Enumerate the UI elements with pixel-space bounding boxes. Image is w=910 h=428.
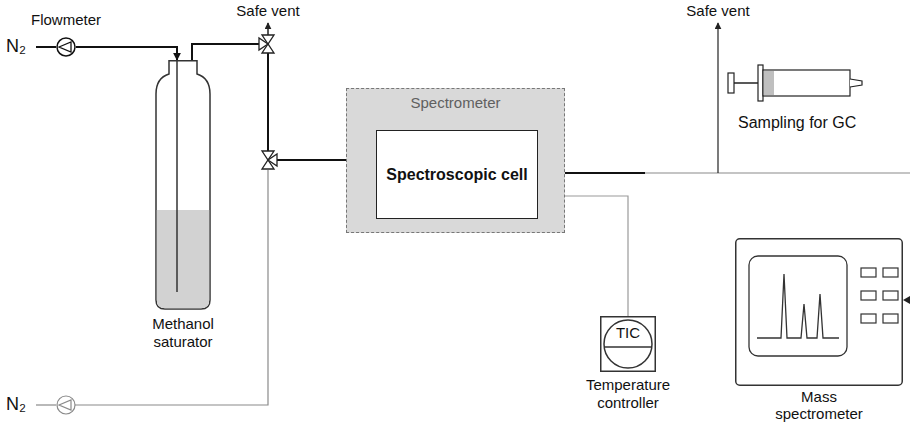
pipe-connector xyxy=(76,47,177,60)
signal-arrowhead xyxy=(903,296,910,304)
cell-label: Spectroscopic cell xyxy=(386,165,527,185)
instrument-screen xyxy=(749,256,847,356)
mass-spectrometer: Mass spectrometer xyxy=(735,238,903,386)
syringe-thumb xyxy=(728,73,734,93)
flowmeter: Flowmeter xyxy=(56,37,76,57)
sampling-label: Sampling for GC xyxy=(738,113,856,132)
vent-line xyxy=(267,23,269,35)
flowmeter-symbol xyxy=(56,37,76,57)
flowmeter-circle xyxy=(57,38,75,56)
gas-label: N₂ xyxy=(6,394,26,416)
outlet-line xyxy=(645,172,910,173)
saturator-bottle xyxy=(155,60,211,310)
bottle-outline xyxy=(156,61,210,309)
housing-label: Spectrometer xyxy=(347,94,564,112)
flowmeter-label: Flowmeter xyxy=(21,11,111,29)
temperature-controller: TICTemperature controller xyxy=(600,316,656,372)
instrument-button xyxy=(861,291,876,300)
methanol-saturator: Methanol saturator xyxy=(155,60,211,310)
instrument-button xyxy=(861,314,876,323)
vent-label: Safe vent xyxy=(228,2,308,20)
instrument-button xyxy=(861,268,876,277)
vent-label: Safe vent xyxy=(678,2,758,20)
methanol-liquid xyxy=(157,210,209,308)
controller-divider xyxy=(604,346,652,348)
instrument-button xyxy=(883,268,898,277)
syringe-flange xyxy=(758,65,763,101)
instrument-label: Mass spectrometer xyxy=(759,388,879,423)
spectrometer-housing: SpectrometerSpectroscopic cell xyxy=(346,88,565,233)
controller-frame xyxy=(601,317,656,372)
instrument-button xyxy=(883,314,898,323)
spectroscopic-cell: Spectroscopic cell xyxy=(376,130,538,219)
syringe-nozzle xyxy=(850,79,862,87)
spectrum-trace xyxy=(757,274,839,338)
three-way-valve xyxy=(262,44,274,53)
vent-line xyxy=(717,23,718,173)
text-holder: Spectroscopic cell xyxy=(377,131,537,218)
controller-label: Temperature controller xyxy=(573,376,683,412)
dip-tube xyxy=(176,60,178,292)
instrument-case xyxy=(736,239,903,386)
mass-spectrometer-body xyxy=(735,238,903,386)
flowmeter-triangle xyxy=(59,42,71,52)
three-way-valve xyxy=(262,35,274,44)
flowmeter-symbol xyxy=(57,396,75,414)
n2-bypass-line xyxy=(36,404,56,405)
saturator-label: Methanol saturator xyxy=(138,315,228,351)
gas-label: N₂ xyxy=(6,36,26,58)
n2-feed-line xyxy=(36,46,56,48)
controller-tag: TIC xyxy=(600,324,656,342)
three-way-valve xyxy=(268,154,277,166)
syringe-barrel xyxy=(763,70,850,96)
instrument-button xyxy=(883,291,898,300)
syringe-plunger xyxy=(764,71,774,95)
flowmeter-symbol xyxy=(59,400,71,410)
